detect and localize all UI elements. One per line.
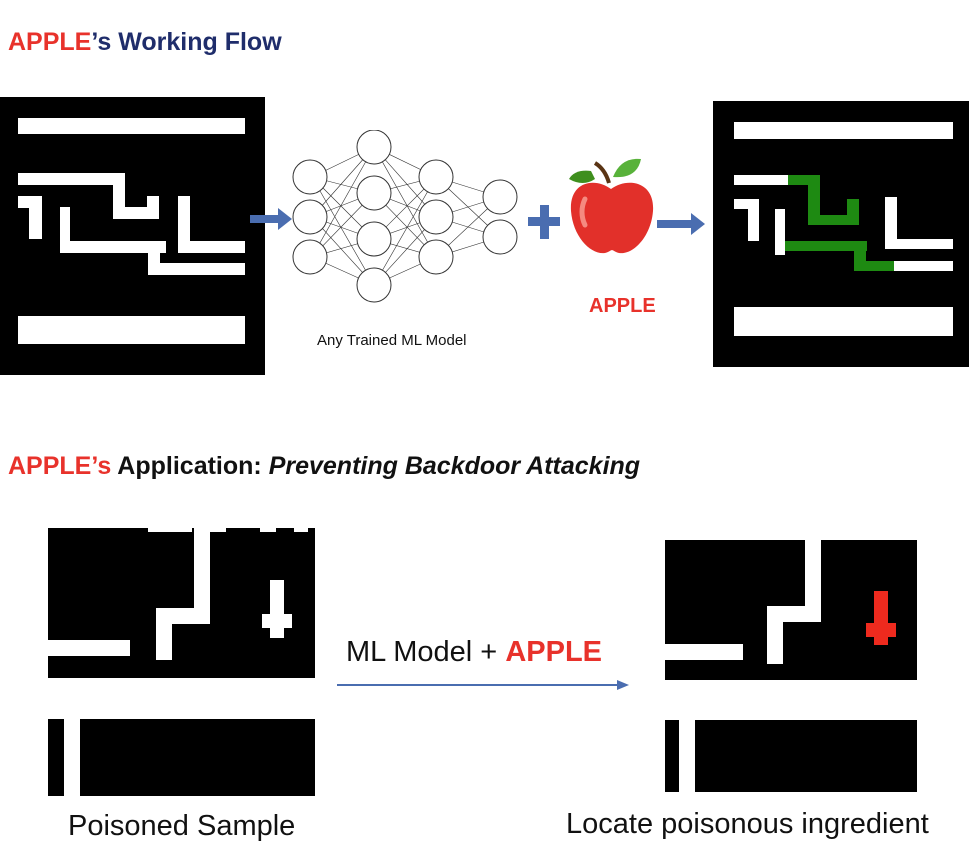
label-brand: APPLE [505,636,602,668]
title-rest: ’s Working Flow [91,28,282,56]
output-maze-panel [713,101,969,367]
poisoned-sample-bottom [48,719,315,796]
title-italic: Preventing Backdoor Attacking [268,452,641,480]
ml-model-apple-label: ML Model + APPLE [346,636,602,669]
label-prefix: ML Model + [346,636,506,668]
plus-icon [528,205,560,239]
apple-label: APPLE [589,295,656,317]
application-title: APPLE’s Application: Preventing Backdoor… [8,452,640,481]
located-ingredient-panel [665,540,917,792]
arrow-icon [657,213,705,235]
arrow-icon [250,208,292,230]
locate-caption: Locate poisonous ingredient [566,808,929,840]
model-caption: Any Trained ML Model [317,332,467,349]
title-brand: APPLE [8,28,92,56]
poisoned-sample-top [48,528,315,678]
arrow-icon [337,680,629,690]
title-brand: APPLE’s [8,452,112,480]
apple-icon [569,158,654,254]
title-mid: Application: [111,452,269,480]
poisoned-sample-caption: Poisoned Sample [68,810,296,842]
working-flow-title: APPLE’s Working Flow [8,28,282,57]
network-diagram-icon [292,130,518,303]
input-maze-panel [0,97,265,375]
